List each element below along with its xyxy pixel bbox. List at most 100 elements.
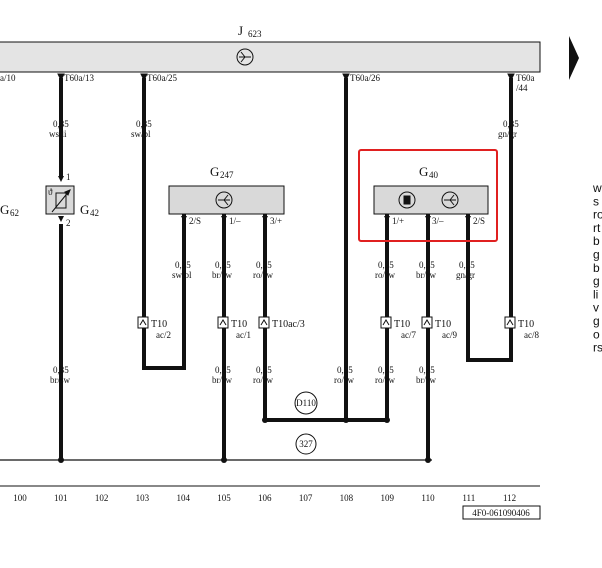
g42-pin1: 1: [66, 172, 71, 182]
g62-sub: 62: [10, 208, 19, 218]
wire-color: br/sw: [416, 270, 437, 280]
pin-arrow: [58, 176, 64, 182]
plug-name: T10: [518, 319, 534, 330]
legend-abbrev: o: [593, 327, 600, 341]
wire-color: ro/sw: [375, 270, 396, 280]
legend-abbrev: rs: [593, 341, 602, 355]
g42-label: G: [80, 202, 89, 217]
theta-symbol: ϑ: [48, 187, 53, 197]
legend-abbrev: g: [593, 274, 600, 288]
plug-name: T10ac/3: [272, 319, 305, 330]
wire-size: 0,35: [378, 260, 394, 270]
column-number: 107: [299, 493, 313, 503]
g40-pressure-icon: [441, 191, 459, 209]
g40-pin-arrows: [384, 216, 471, 222]
connector-label: T60a: [516, 73, 535, 83]
plug-name: T10: [394, 319, 410, 330]
connector-label: a/10: [0, 73, 16, 83]
plug-name: T10: [151, 319, 167, 330]
wire-size: 0,35: [53, 119, 69, 129]
g247-pin: 2/S: [189, 216, 201, 226]
legend-abbrev: rt: [593, 221, 601, 235]
legend-abbrev: s: [593, 194, 599, 208]
hall-sensor-icon: [398, 191, 416, 209]
column-number: 109: [380, 493, 394, 503]
g247-sub: 247: [220, 170, 234, 180]
wire-size: 0,35: [175, 260, 191, 270]
wire-color: sw/bl: [131, 129, 151, 139]
g247-label: G: [210, 164, 219, 179]
wire-color: gn/gr: [456, 270, 475, 280]
control-unit-symbol: [236, 48, 254, 66]
wire-size: 0,35: [337, 365, 353, 375]
wire-color: br/sw: [212, 375, 233, 385]
plug-sub: ac/2: [156, 330, 171, 340]
junction-label: D110: [296, 398, 316, 408]
next-page-arrow: [569, 36, 579, 80]
legend-abbrev: g: [593, 314, 600, 328]
g40-label: G: [419, 164, 428, 179]
plug-sub: ac/8: [524, 330, 539, 340]
plug-sub: ac/9: [442, 330, 457, 340]
wire-size: 0,35: [136, 119, 152, 129]
unit-sub: 623: [248, 29, 262, 39]
doc-code: 4F0-061090406: [472, 508, 530, 518]
legend-abbrev: w: [592, 181, 602, 195]
pin-arrows: [57, 73, 515, 82]
g40-highlight-frame: [358, 149, 498, 242]
legend-abbrev: ro: [593, 208, 602, 222]
junction-327: [295, 433, 317, 455]
plug-connector-icons: [137, 316, 516, 329]
wire-color: ro/sw: [253, 375, 274, 385]
legend-abbrev: g: [593, 248, 600, 262]
wire-color: ro/sw: [253, 270, 274, 280]
wire-size: 0,35: [503, 119, 519, 129]
wire-size: 0,35: [419, 365, 435, 375]
junction-d110: [294, 391, 318, 415]
legend-abbrev: li: [593, 287, 598, 301]
wire-size: 0,35: [256, 365, 272, 375]
column-number: 103: [136, 493, 150, 503]
column-number: 112: [503, 493, 516, 503]
column-number: 101: [54, 493, 68, 503]
wire-color: sw/bl: [172, 270, 192, 280]
plug-sub: ac/7: [401, 330, 416, 340]
g40-pin: 2/S: [473, 216, 485, 226]
plug-sub: ac/1: [236, 330, 251, 340]
wire-size: 0,35: [459, 260, 475, 270]
pin-arrow: [58, 216, 64, 222]
column-number: 102: [95, 493, 109, 503]
legend-abbrev: b: [593, 261, 600, 275]
connector-label: T60a/26: [350, 73, 380, 83]
legend-abbrev: b: [593, 234, 600, 248]
column-number: 110: [421, 493, 435, 503]
column-number: 104: [176, 493, 190, 503]
connector-label: T60a/25: [147, 73, 177, 83]
connector-label: /44: [516, 83, 528, 93]
wire-size: 0,35: [215, 365, 231, 375]
column-number: 108: [340, 493, 354, 503]
g40-pin: 3/–: [432, 216, 444, 226]
doc-code-box: [462, 505, 541, 520]
g40-pin: 1/+: [392, 216, 404, 226]
wire-color: br/sw: [50, 375, 71, 385]
wire-size: 0,35: [215, 260, 231, 270]
column-number: 100: [13, 493, 27, 503]
g62-label: G: [0, 202, 9, 217]
connector-label: T60a/13: [64, 73, 94, 83]
column-number: 105: [217, 493, 231, 503]
wire-color: ro/sw: [375, 375, 396, 385]
column-number: 106: [258, 493, 272, 503]
unit-name: J: [238, 23, 243, 38]
wire-color: br/sw: [416, 375, 437, 385]
wire-size: 0,35: [256, 260, 272, 270]
g247-pin-arrows: [181, 216, 268, 222]
wire-size: 0,35: [53, 365, 69, 375]
wire-size: 0,35: [419, 260, 435, 270]
wire-color: br/sw: [212, 270, 233, 280]
temperature-sensor-icon: [51, 189, 71, 213]
legend-abbrev: v: [593, 301, 599, 315]
